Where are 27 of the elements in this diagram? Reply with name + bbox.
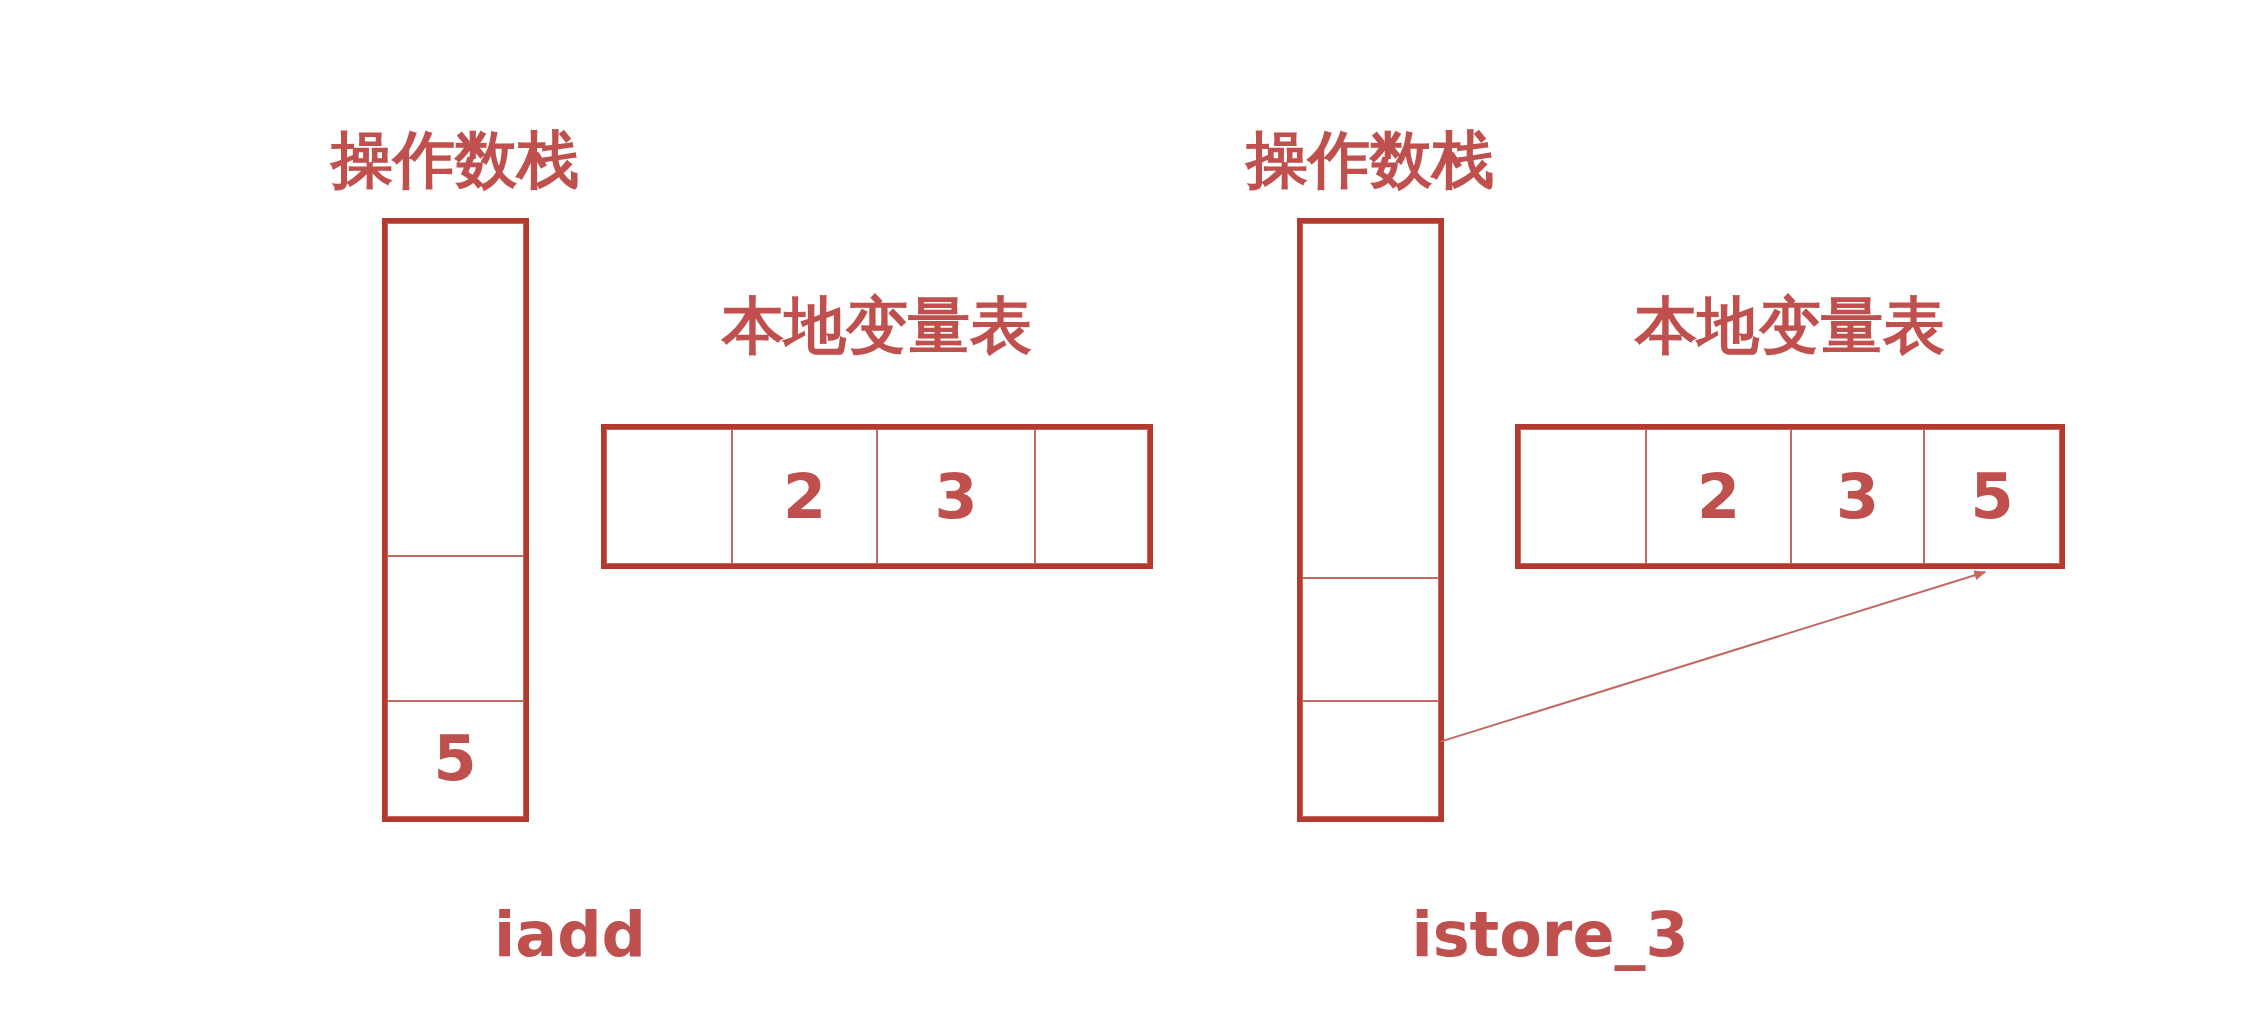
variable-slot	[1924, 429, 2060, 564]
instruction-label: istore_3	[1410, 897, 1690, 973]
heading: 操作数栈	[328, 122, 580, 198]
slot-value: 3	[934, 461, 978, 532]
stack-slot	[1301, 701, 1439, 817]
stack-slot	[386, 223, 524, 556]
slot-value: 2	[782, 461, 827, 532]
variable-slot	[1791, 429, 1924, 564]
variable-slot	[1646, 429, 1791, 564]
slot-value: 2	[1696, 461, 1741, 532]
heading: 本地变量表	[720, 288, 1033, 364]
variable-slot	[1035, 429, 1148, 564]
instruction-label: iadd	[493, 897, 647, 973]
slot-value: 5	[433, 724, 477, 794]
stack-slot	[386, 701, 524, 817]
variable-slot	[732, 429, 877, 564]
slot-value: 3	[1835, 461, 1880, 532]
variable-slot	[606, 429, 732, 564]
variable-slot	[1520, 429, 1646, 564]
variable-slot	[877, 429, 1035, 564]
slot-value: 5	[1970, 461, 2014, 532]
stack-slot	[386, 556, 524, 701]
arrow	[1439, 570, 1987, 743]
heading: 操作数栈	[1243, 122, 1495, 198]
heading: 本地变量表	[1633, 288, 1946, 364]
stack-slot	[1301, 223, 1439, 578]
stack-slot	[1301, 578, 1439, 701]
